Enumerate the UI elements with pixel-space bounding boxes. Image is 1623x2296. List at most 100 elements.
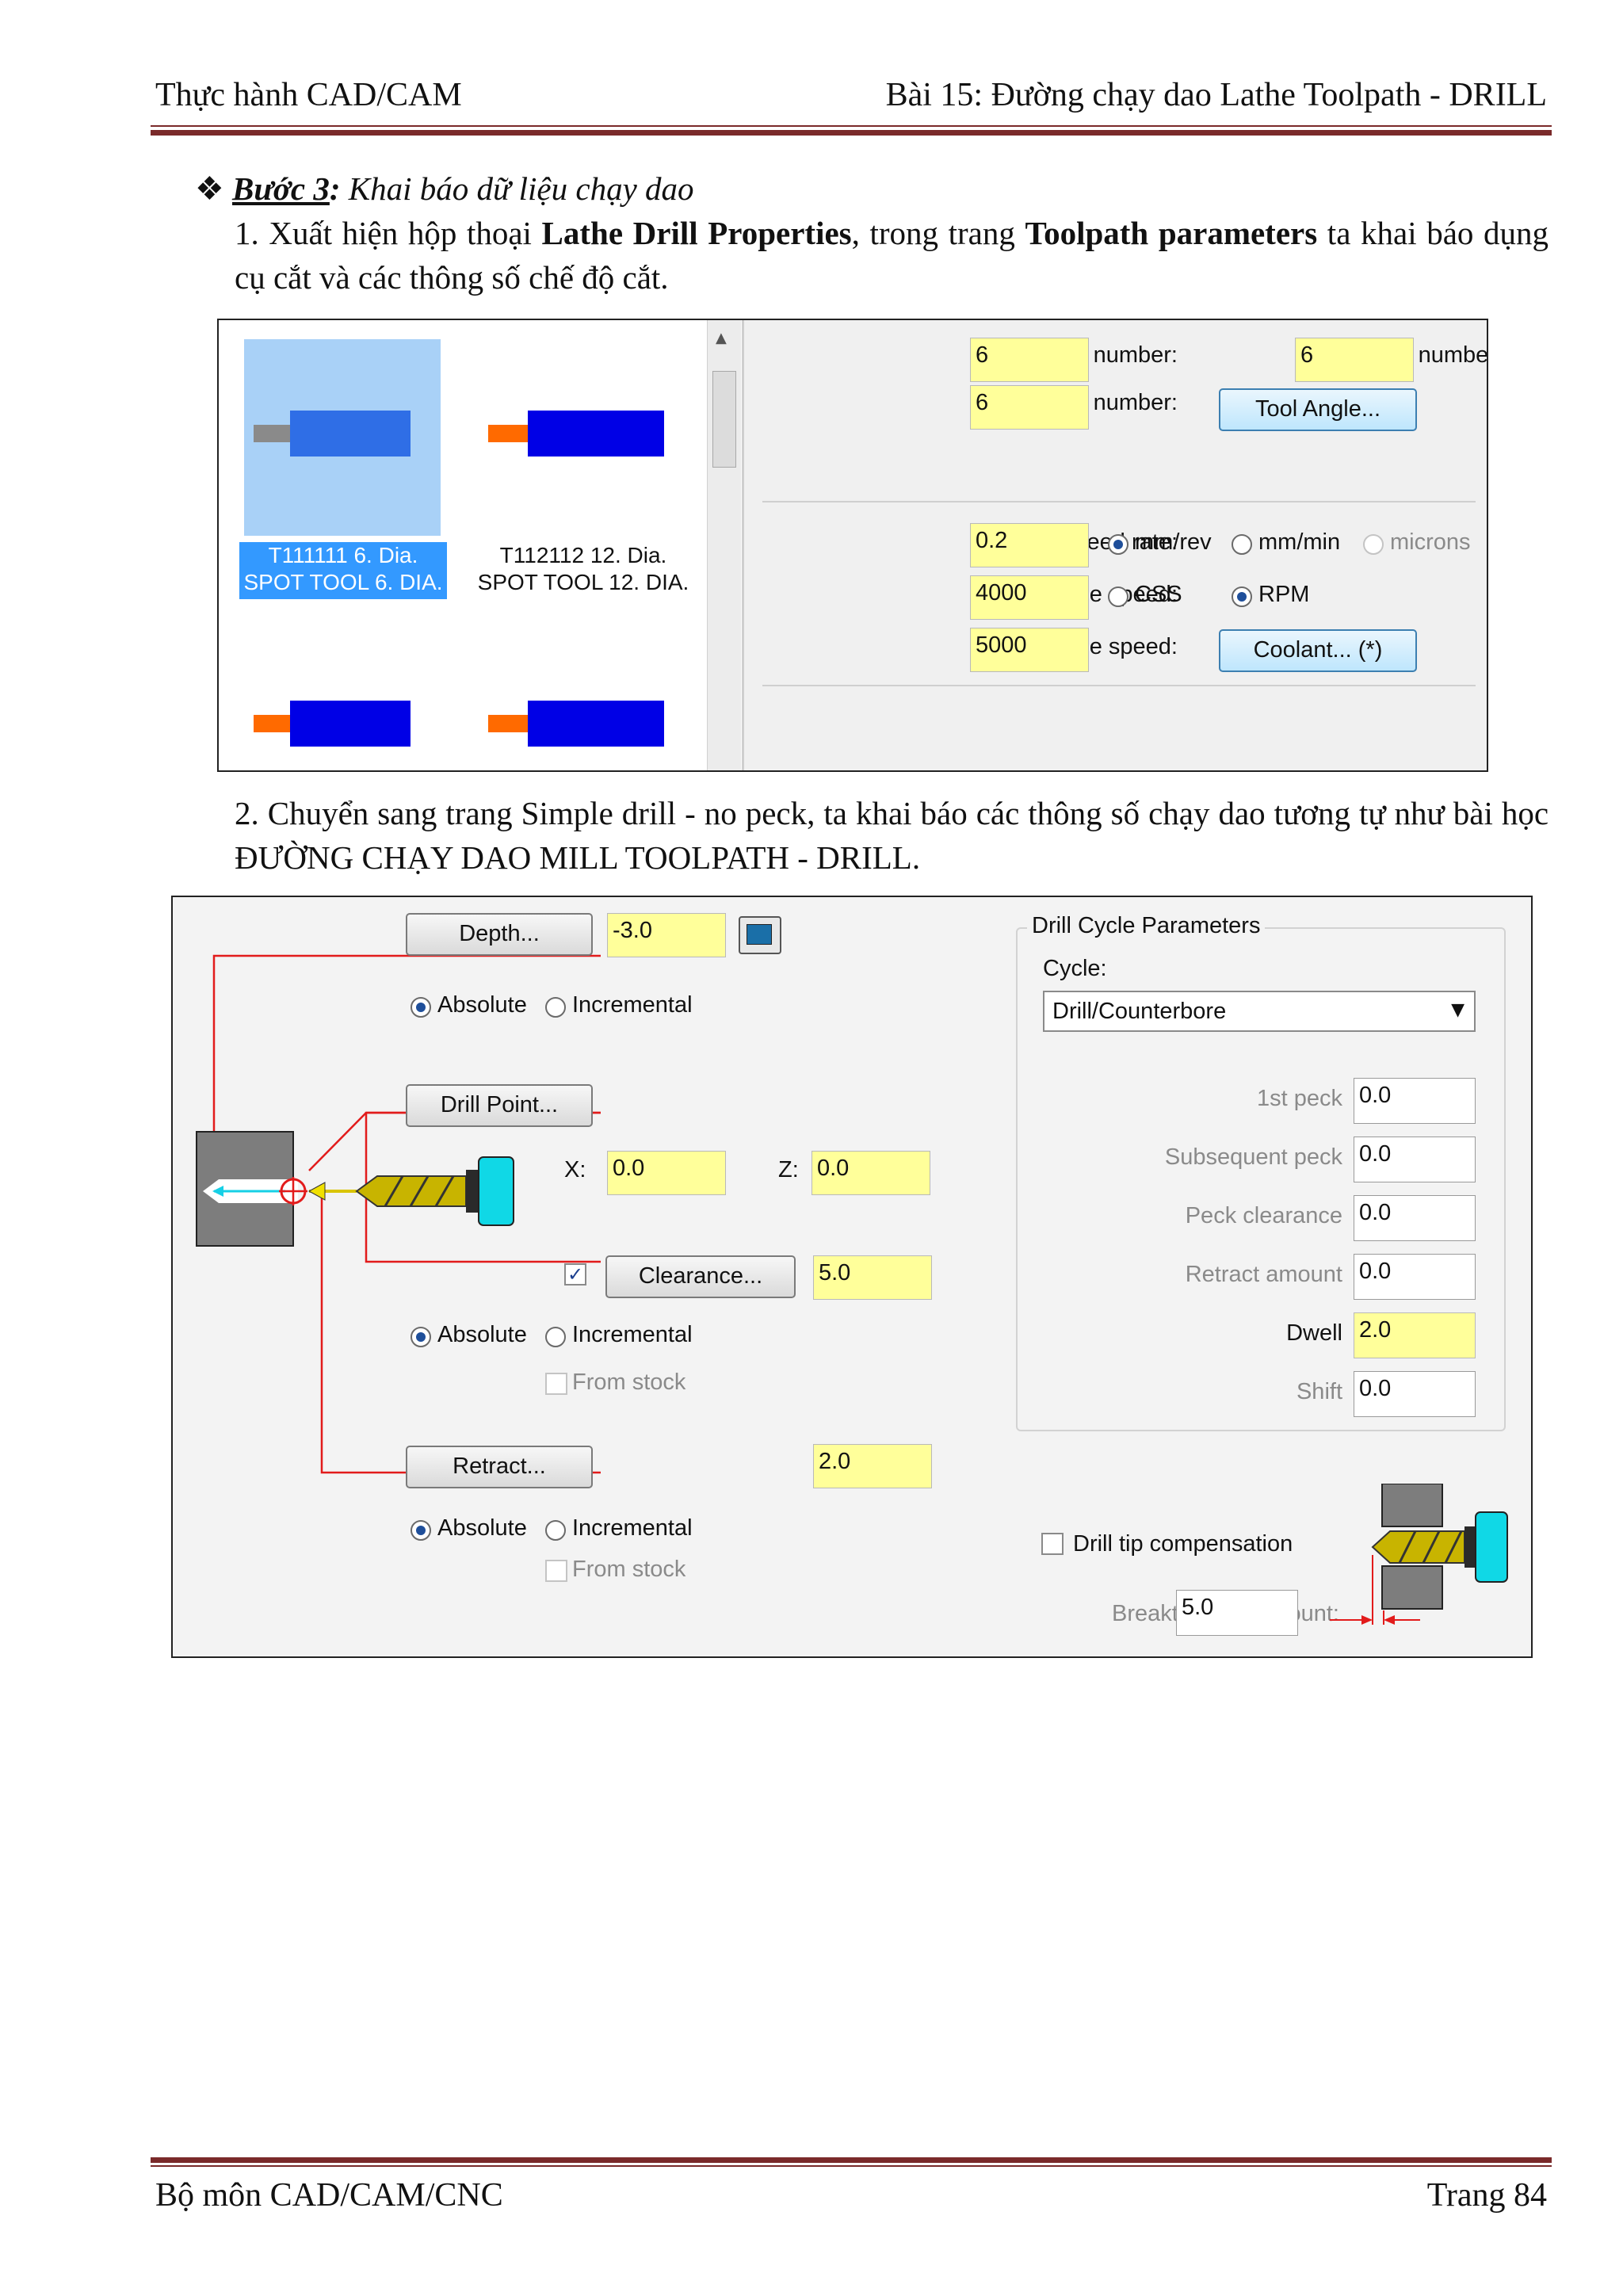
calculator-icon[interactable] <box>739 916 781 954</box>
rpm-label: RPM <box>1258 582 1310 607</box>
first-peck-label: 1st peck <box>1257 1086 1342 1111</box>
item-1: 1. Xuất hiện hộp thoại Lathe Drill Prope… <box>235 211 1549 300</box>
bt-flute-3 <box>1444 1530 1463 1564</box>
flute-1 <box>384 1175 404 1207</box>
retract-from-stock-label: From stock <box>572 1557 686 1582</box>
retract-from-stock-checkbox[interactable] <box>545 1560 567 1582</box>
breakthrough-diagram <box>1330 1484 1508 1625</box>
clearance-incremental-radio[interactable] <box>545 1327 566 1347</box>
subsequent-peck-field[interactable]: 0.0 <box>1354 1137 1476 1182</box>
offset-number-field[interactable]: 6 <box>1295 338 1414 382</box>
clearance-field[interactable]: 5.0 <box>813 1255 932 1300</box>
item-2: 2. Chuyển sang trang Simple drill - no p… <box>235 791 1549 880</box>
z-field[interactable]: 0.0 <box>812 1151 930 1195</box>
drill-cycle-group-title: Drill Cycle Parameters <box>1027 913 1266 939</box>
step-heading: ❖ Bước 3: Khai báo dữ liệu chạy dao <box>195 166 694 211</box>
step-colon: : <box>329 170 341 207</box>
drill-holder <box>478 1156 514 1226</box>
clearance-button[interactable]: Clearance... <box>605 1255 796 1298</box>
tool-3-body <box>290 701 411 747</box>
cycle-dropdown[interactable]: Drill/Counterbore ▼ <box>1043 991 1476 1032</box>
retract-amount-label: Retract amount <box>1185 1262 1342 1287</box>
tool-list[interactable]: T111111 6. Dia. SPOT TOOL 6. DIA. T11211… <box>219 320 742 770</box>
chevron-down-icon[interactable]: ▼ <box>1451 1000 1465 1020</box>
scroll-up-icon[interactable]: ▲ <box>716 330 727 346</box>
bt-arrow-left <box>1361 1615 1373 1625</box>
tool-2-caption[interactable]: T112112 12. Dia. SPOT TOOL 12. DIA. <box>464 542 702 596</box>
peck-clearance-field[interactable]: 0.0 <box>1354 1195 1476 1241</box>
feed-arrowhead <box>307 1182 326 1201</box>
css-radio[interactable] <box>1108 586 1128 607</box>
breakthrough-field[interactable]: 5.0 <box>1176 1590 1298 1636</box>
shift-field[interactable]: 0.0 <box>1354 1371 1476 1417</box>
drill-point-button[interactable]: Drill Point... <box>406 1084 593 1127</box>
simple-drill-screenshot: Depth... -3.0 Absolute Incremental Drill… <box>171 896 1533 1658</box>
depth-absolute-radio[interactable] <box>411 997 431 1018</box>
microns-radio[interactable] <box>1363 534 1384 555</box>
clearance-from-stock-checkbox[interactable] <box>545 1373 567 1395</box>
bt-holder <box>1475 1511 1508 1583</box>
step-label: Bước 3 <box>232 170 330 207</box>
clearance-incremental-label: Incremental <box>572 1322 693 1347</box>
tool-angle-button[interactable]: Tool Angle... <box>1219 388 1417 431</box>
feed-rate-field[interactable]: 0.2 <box>970 523 1089 567</box>
drill-point-arrow <box>308 1112 367 1171</box>
rpm-radio[interactable] <box>1232 586 1252 607</box>
clearance-checkbox[interactable]: ✓ <box>564 1263 586 1286</box>
offset-number-label: Offset number: <box>1350 342 1488 368</box>
depth-incremental-radio[interactable] <box>545 997 566 1018</box>
mm-rev-radio[interactable] <box>1108 534 1128 555</box>
drill-tip-label: Drill tip compensation <box>1073 1531 1293 1557</box>
clearance-absolute-radio[interactable] <box>411 1327 431 1347</box>
dwell-field[interactable]: 2.0 <box>1354 1312 1476 1358</box>
x-field[interactable]: 0.0 <box>607 1151 726 1195</box>
drill-tip-checkbox[interactable] <box>1041 1533 1064 1555</box>
depth-field[interactable]: -3.0 <box>607 913 726 957</box>
header-rule-thick <box>151 130 1552 136</box>
cycle-value: Drill/Counterbore <box>1052 999 1227 1024</box>
flute-3 <box>434 1175 455 1207</box>
tool-number-field[interactable]: 6 <box>970 338 1089 382</box>
item-2-number: 2. <box>235 795 259 831</box>
station-number-field[interactable]: 6 <box>970 385 1089 430</box>
scroll-thumb[interactable] <box>712 371 736 468</box>
first-peck-field[interactable]: 0.0 <box>1354 1078 1476 1124</box>
step-bullet: ❖ <box>195 170 224 207</box>
tool-1-body <box>290 411 411 457</box>
max-spindle-field[interactable]: 5000 <box>970 628 1089 672</box>
retract-button[interactable]: Retract... <box>406 1446 593 1488</box>
tool-1-caption[interactable]: T111111 6. Dia. SPOT TOOL 6. DIA. <box>239 542 447 599</box>
tool-4-tip <box>488 715 528 732</box>
footer-rule-thick <box>151 2157 1552 2163</box>
tool-list-scrollbar[interactable]: ▲ <box>707 320 741 770</box>
mm-min-radio[interactable] <box>1232 534 1252 555</box>
header-rule-thin <box>151 125 1552 127</box>
header-right: Bài 15: Đường chạy dao Lathe Toolpath - … <box>885 77 1547 113</box>
coolant-button[interactable]: Coolant... (*) <box>1219 629 1417 672</box>
bt-arrow-right <box>1384 1615 1395 1625</box>
spindle-speed-field[interactable]: 4000 <box>970 575 1089 620</box>
tool-2-caption-line1: T112112 12. Dia. <box>499 543 667 567</box>
retract-field[interactable]: 2.0 <box>813 1444 932 1488</box>
item-1-text-a: Xuất hiện hộp thoại <box>269 215 542 251</box>
peck-clearance-label: Peck clearance <box>1185 1203 1342 1228</box>
item-1-number: 1. <box>235 215 259 251</box>
css-label: CSS <box>1135 582 1182 607</box>
bt-collar <box>1465 1526 1476 1568</box>
splitter <box>742 320 744 770</box>
mm-rev-label: mm/rev <box>1135 529 1212 555</box>
footer-left: Bộ môn CAD/CAM/CNC <box>155 2177 503 2214</box>
clearance-from-stock-label: From stock <box>572 1370 686 1395</box>
retract-incremental-label: Incremental <box>572 1515 693 1541</box>
tool-2-caption-line2: SPOT TOOL 12. DIA. <box>477 570 689 594</box>
retract-absolute-label: Absolute <box>437 1515 527 1541</box>
depth-button[interactable]: Depth... <box>406 913 593 956</box>
retract-amount-field[interactable]: 0.0 <box>1354 1254 1476 1300</box>
tool-1-caption-line2: SPOT TOOL 6. DIA. <box>243 570 443 594</box>
dwell-label: Dwell <box>1286 1320 1342 1346</box>
z-label: Z: <box>778 1157 799 1182</box>
tool-1-caption-line1: T111111 6. Dia. <box>268 543 418 567</box>
retract-absolute-radio[interactable] <box>411 1520 431 1541</box>
retract-incremental-radio[interactable] <box>545 1520 566 1541</box>
flute-2 <box>409 1175 430 1207</box>
